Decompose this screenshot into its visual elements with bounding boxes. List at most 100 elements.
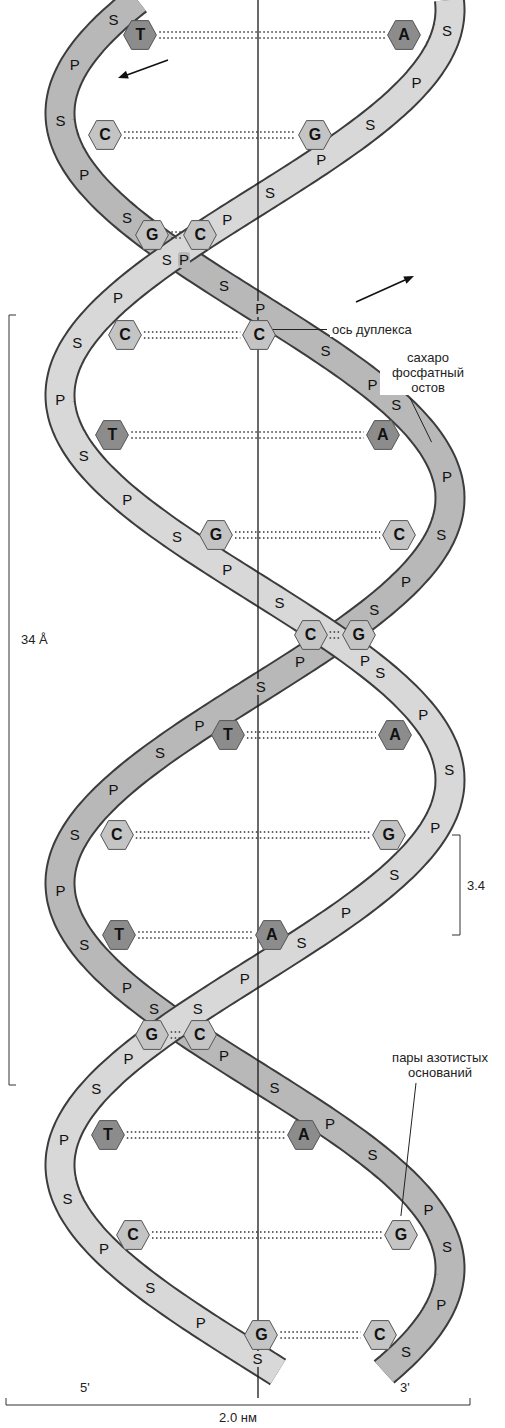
backbone-letter: P xyxy=(254,301,266,317)
base-letter: T xyxy=(103,1126,113,1144)
hexagon-outline xyxy=(287,1121,320,1150)
bond-dots xyxy=(152,1237,382,1238)
bond-dots xyxy=(131,431,363,432)
hexagon-outline xyxy=(366,421,399,450)
backbone-letter: S xyxy=(264,185,276,201)
hexagon-outline xyxy=(383,521,416,550)
base-letter: G xyxy=(352,626,364,644)
hexagon-outline xyxy=(379,721,412,750)
bond-dots xyxy=(159,31,385,32)
hexagon-outline xyxy=(243,321,276,350)
leader-group xyxy=(261,330,432,1217)
hydrogen-bond xyxy=(124,132,296,138)
backbone-letter: P xyxy=(121,980,133,996)
base-letter: A xyxy=(266,926,278,944)
bond-dots xyxy=(330,631,340,632)
hexagon-outline xyxy=(103,921,136,950)
ribbon-edge xyxy=(60,0,450,1372)
sugar-phosphate-ribbon xyxy=(60,0,450,1372)
base-hexagon: A xyxy=(366,420,400,450)
hydrogen-bond xyxy=(144,332,240,338)
backbone-letter: P xyxy=(221,212,233,228)
leader-line xyxy=(401,1083,416,1216)
backbone-letter: S xyxy=(296,935,308,951)
backbone-letter: P xyxy=(78,167,90,183)
hydrogen-bond xyxy=(127,1132,285,1138)
base-letter: G xyxy=(210,526,222,544)
backbone-letter: P xyxy=(121,492,133,508)
backbone-letter: S xyxy=(161,252,173,268)
backbone-letter: S xyxy=(388,867,400,883)
hexagon-outline xyxy=(299,121,332,150)
base-pair-label: пары азотистых оснований xyxy=(388,1050,492,1080)
bond-dots xyxy=(152,1231,382,1232)
backbone-letter: S xyxy=(121,210,133,226)
base-hexagon: A xyxy=(255,920,289,950)
backbone-letter: S xyxy=(144,1280,156,1296)
hexagon-outline xyxy=(109,321,142,350)
axis-label: ось дуплекса xyxy=(330,322,414,337)
base-letter: A xyxy=(377,426,389,444)
backbone-letter: P xyxy=(367,377,379,393)
pitch-dimension: 34 Å xyxy=(19,632,50,647)
backbone-letter: P xyxy=(178,252,190,268)
base-letter: T xyxy=(114,926,124,944)
bond-dots xyxy=(131,437,363,438)
backbone-letter: S xyxy=(390,397,402,413)
bond-dots xyxy=(330,637,340,638)
base-letter: A xyxy=(298,1126,310,1144)
bond-dots xyxy=(124,131,296,132)
base-letter: T xyxy=(107,426,117,444)
base-letter: C xyxy=(374,1326,386,1344)
backbone-letter: P xyxy=(218,1048,230,1064)
base-letter: G xyxy=(146,226,158,244)
hexagon-outline xyxy=(136,221,169,250)
backbone-letter: P xyxy=(324,1116,336,1132)
backbone-letter: S xyxy=(154,745,166,761)
arrow-head xyxy=(403,276,414,284)
bond-dots xyxy=(171,237,181,238)
base-hexagon: A xyxy=(287,1120,321,1150)
base-hexagon: G xyxy=(135,220,169,250)
bond-dots xyxy=(124,137,296,138)
hydrogen-bond xyxy=(330,632,340,638)
bond-dots xyxy=(144,331,240,332)
strand-end-label: 5' xyxy=(78,1380,92,1395)
bond-dots xyxy=(136,831,370,832)
backbone-letter: P xyxy=(400,574,412,590)
base-hexagon: G xyxy=(384,1220,418,1250)
hexagon-outline xyxy=(184,221,217,250)
hexagon-outline xyxy=(135,1021,168,1050)
backbone-letter: S xyxy=(251,1351,263,1367)
backbone-letter: P xyxy=(98,1241,110,1257)
backbone-letter: S xyxy=(255,679,267,695)
hydrogen-bond xyxy=(171,1032,181,1038)
backbone-letter: S xyxy=(61,1191,73,1207)
base-hexagon: C xyxy=(88,120,122,150)
base-hexagon: C xyxy=(242,320,276,350)
leader-line xyxy=(410,398,432,442)
backbone-letter: S xyxy=(364,117,376,133)
base-letter: C xyxy=(111,826,123,844)
base-hexagon: G xyxy=(372,820,406,850)
strand-end-label: 3' xyxy=(398,1380,412,1395)
bond-dots xyxy=(138,931,253,932)
hydrogen-bond xyxy=(152,1232,382,1238)
hexagon-outline xyxy=(100,821,133,850)
base-hexagon: T xyxy=(91,1120,125,1150)
backbone-letter: P xyxy=(221,562,233,578)
hexagon-outline xyxy=(183,1021,216,1050)
duplex-axis xyxy=(257,0,258,1398)
hydrogen-bond xyxy=(131,432,363,438)
base-hexagon: C xyxy=(382,520,416,550)
bond-dots xyxy=(247,731,376,732)
base-letter: A xyxy=(398,26,410,44)
base-letter: G xyxy=(145,1026,157,1044)
hexagon-outline xyxy=(245,1321,278,1350)
backbone-letter: P xyxy=(58,1132,70,1148)
backbone-letter: S xyxy=(441,23,453,39)
hexagon-outline xyxy=(385,1221,418,1250)
bond-dots xyxy=(144,337,240,338)
